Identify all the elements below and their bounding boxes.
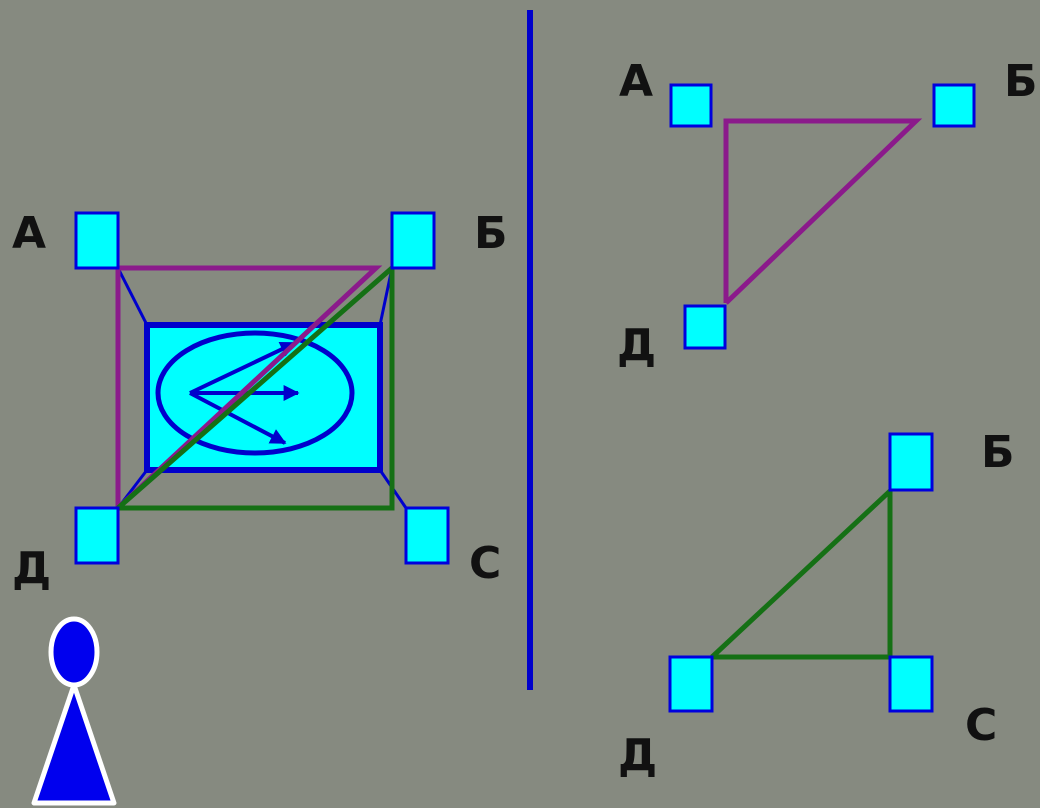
connector-a: [116, 267, 149, 326]
marker-d-bottom: [668, 655, 714, 713]
label-d-top: Д: [617, 320, 656, 371]
marker-b-bottom: [888, 432, 934, 492]
label-a-top: А: [619, 56, 653, 107]
label-d-left: Д: [12, 543, 51, 594]
marker-c-left: [404, 506, 450, 565]
label-c-left: С: [469, 538, 501, 589]
purple-triangle-right: [723, 118, 923, 305]
label-d-bottom: Д: [618, 730, 657, 781]
marker-a-top: [669, 83, 713, 128]
green-triangle-left: [116, 262, 395, 511]
marker-d-top: [683, 304, 727, 350]
top-right-scene: А Б Д: [617, 56, 1038, 371]
label-b-top: Б: [1004, 56, 1038, 107]
person-icon: [31, 616, 117, 806]
label-b-left: Б: [474, 208, 508, 259]
label-a-left: А: [12, 208, 46, 259]
label-b-bottom: Б: [981, 427, 1015, 478]
marker-a-left: [74, 211, 120, 270]
green-triangle-right: [710, 485, 893, 660]
marker-b-top: [932, 83, 976, 128]
marker-d-left: [74, 506, 120, 565]
purple-triangle-left: [115, 265, 383, 510]
marker-c-bottom: [888, 655, 934, 713]
left-scene: А Б Д С: [12, 208, 508, 594]
marker-b-left: [390, 211, 436, 270]
bottom-right-scene: Б Д С: [618, 427, 1015, 781]
label-c-bottom: С: [965, 700, 997, 751]
